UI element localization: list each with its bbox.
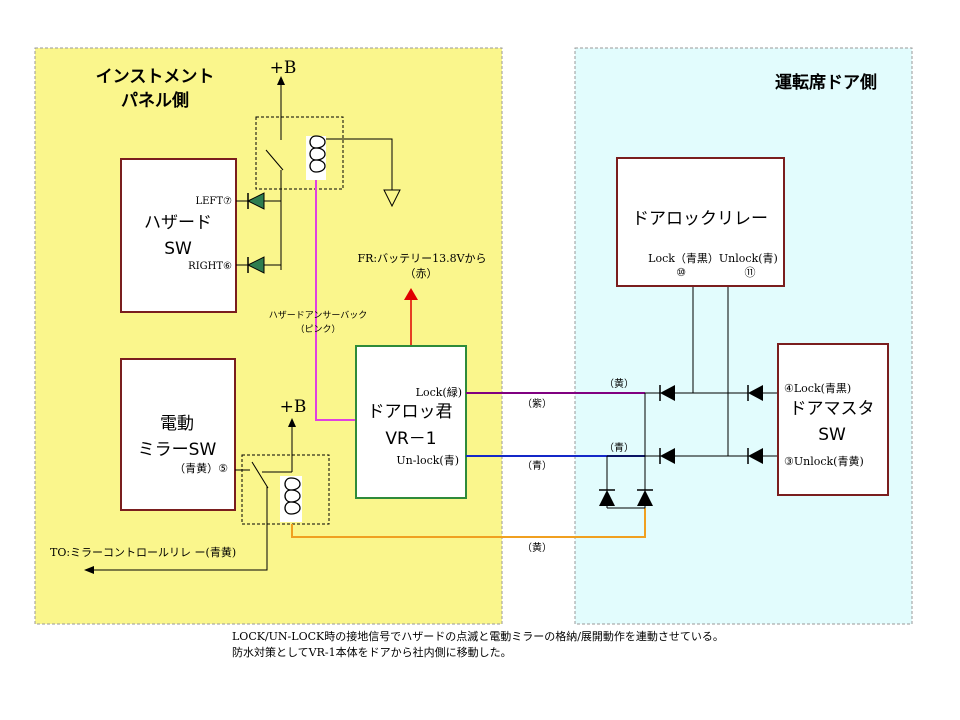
- hazard-relay-box: [255, 116, 344, 190]
- diode-vertical-1-icon: [599, 490, 615, 506]
- door-master-lock-pin: ④Lock(青黒): [784, 382, 851, 395]
- door-lock-relay-pin-unlock-no: ⑪: [745, 266, 756, 279]
- vr1-lock-pin: Lock(緑): [416, 385, 462, 399]
- orange-yellow-wire: [291, 508, 646, 538]
- hazard-relay-coil: [315, 135, 326, 173]
- mirror-switch-pin: （青黄）⑤: [174, 461, 228, 475]
- mirror-relay-contact-blade: [251, 461, 269, 489]
- pink-answerback-wire: [315, 180, 358, 421]
- vr1-label-1: ドアロッ君: [368, 402, 453, 422]
- door-master-label-2: SW: [818, 425, 846, 445]
- diode-unlock-left-icon: [660, 448, 675, 464]
- mirror-relay-box: [241, 454, 330, 525]
- plus-b-top-label: +B: [270, 58, 297, 78]
- wire-blue-label: （青）: [522, 459, 552, 472]
- wire-yellow-bottom-label: （黄）: [522, 541, 552, 554]
- wire-yellow-top-label: （黄）: [604, 377, 634, 390]
- driver-door-region: [574, 47, 913, 625]
- answerback-label-1: ハザードアンサーバック: [269, 310, 368, 321]
- note-line-2: 防水対策としてVR-1本体をドアから社内側に移動した。: [232, 645, 512, 659]
- mirror-relay-coil-left: [284, 477, 292, 515]
- vr1-box: [355, 345, 467, 499]
- mirror-output-arrow-icon: [84, 566, 94, 574]
- door-lock-relay-box: [616, 157, 785, 287]
- door-lock-relay-pins: Lock（青黒）Unlock(青): [648, 252, 778, 265]
- door-master-switch-box: [777, 343, 889, 496]
- mirror-switch-label-2: ミラーSW: [138, 440, 217, 460]
- mirror-switch-box: [120, 358, 236, 511]
- diode-lock-right-icon: [748, 385, 763, 401]
- door-master-label-1: ドアマスタ: [790, 399, 875, 419]
- instrument-panel-region: [34, 47, 503, 625]
- hazard-relay-coil-left: [309, 135, 317, 173]
- hazard-switch-label-2: SW: [164, 239, 192, 259]
- plus-b-bottom-label: +B: [280, 397, 307, 417]
- mirror-output-wire: [92, 486, 268, 571]
- hazard-switch-label-1: ハザード: [144, 213, 212, 233]
- battery-label-1: FR:バッテリー13.8Vから: [357, 252, 486, 265]
- diode-unlock-right-icon: [748, 448, 763, 464]
- answerback-label-2: （ピンク）: [295, 324, 340, 335]
- battery-label-2: （赤）: [405, 267, 438, 280]
- left-diode-icon: [246, 192, 265, 210]
- door-master-unlock-pin: ③Unlock(青黄): [784, 454, 864, 468]
- note-line-1: LOCK/UN-LOCK時の接地信号でハザードの点滅と電動ミラーの格納/展開動作…: [232, 629, 724, 643]
- vr1-label-2: VR－1: [385, 429, 436, 449]
- hazard-left-pin: LEFT⑦: [195, 196, 232, 207]
- door-lock-relay-label: ドアロックリレー: [632, 209, 768, 229]
- panel-title-line1: インストメント: [96, 67, 215, 87]
- mirror-switch-label-1: 電動: [160, 414, 194, 434]
- door-lock-relay-pin-lock-no: ⑩: [676, 266, 686, 279]
- vr1-unlock-pin: Un-lock(青): [396, 454, 459, 467]
- panel-title-line2: パネル側: [121, 90, 189, 111]
- hazard-relay-contact-blade: [265, 149, 284, 171]
- diode-lock-left-icon: [660, 385, 675, 401]
- wire-blue-right-label: （青）: [604, 441, 634, 454]
- mirror-output-label: TO:ミラーコントロールリレ ー(青黄): [50, 545, 236, 559]
- battery-arrow-icon: [404, 288, 418, 300]
- mirror-relay-coil: [290, 477, 301, 515]
- diode-vertical-2-icon: [637, 490, 653, 506]
- right-diode-icon: [246, 256, 265, 274]
- wire-purple-label: （紫）: [522, 398, 552, 410]
- door-title: 運転席ドア側: [775, 72, 877, 93]
- hazard-switch-box: [120, 158, 237, 313]
- ground-icon: [383, 189, 401, 208]
- ground-wire: [326, 138, 393, 190]
- hazard-right-pin: RIGHT⑥: [188, 261, 232, 272]
